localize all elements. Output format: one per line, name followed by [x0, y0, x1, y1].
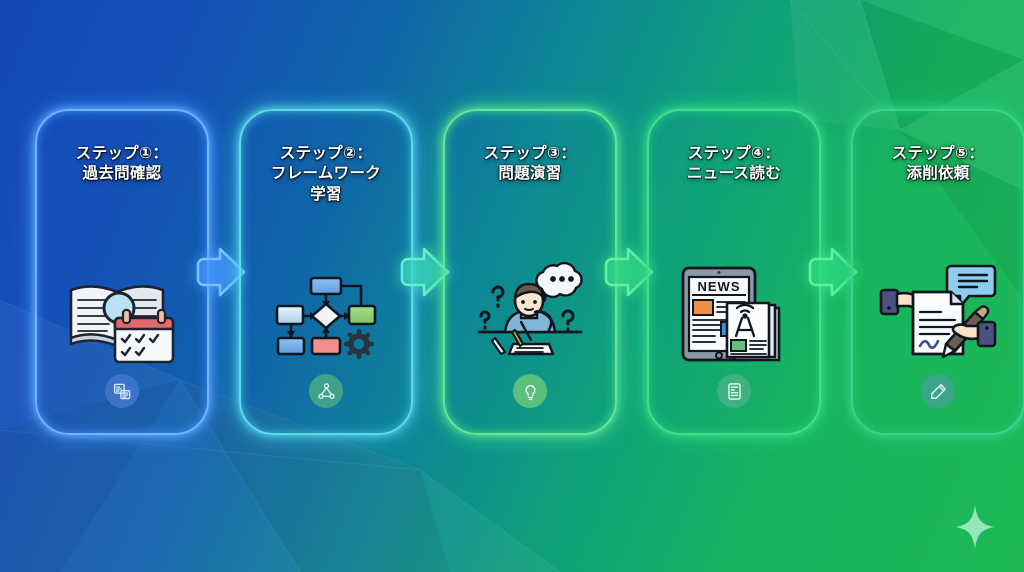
illustration-student-thinking-questions [471, 260, 589, 368]
badge-news-document-icon [717, 374, 751, 408]
illustration-hands-document-pen-feedback [879, 260, 997, 368]
step-card-1[interactable]: ステップ①： 過去問確認 [35, 109, 209, 435]
step-card-4[interactable]: ステップ④： ニュース読む NEWS [647, 109, 821, 435]
step-title: ステップ④： ニュース読む [686, 145, 782, 183]
step-title: ステップ⑤： 添削依頼 [891, 145, 985, 183]
arrow-step3-to-step4 [604, 118, 656, 426]
badge-brainstorm-icon [513, 374, 547, 408]
illustration-book-magnifier-calendar [63, 260, 181, 368]
steps-flow-row: ステップ①： 過去問確認 [0, 109, 1024, 435]
badge-edit-review-icon [921, 374, 955, 408]
step-title: ステップ③： 問題演習 [483, 145, 577, 183]
sparkle-star-icon [955, 505, 995, 549]
badge-past-exam-documents-icon [105, 374, 139, 408]
svg-text:NEWS: NEWS [698, 279, 741, 294]
step-card-5[interactable]: ステップ⑤： 添削依頼 [851, 109, 1024, 435]
step-title: ステップ②： フレームワーク 学習 [270, 145, 382, 203]
arrow-step1-to-step2 [196, 118, 248, 426]
step-card-2[interactable]: ステップ②： フレームワーク 学習 [239, 109, 413, 435]
step-card-3[interactable]: ステップ③： 問題演習 [443, 109, 617, 435]
illustration-tablet-news-newspaper: NEWS [675, 260, 793, 368]
badge-node-network-icon [309, 374, 343, 408]
arrow-step4-to-step5 [808, 118, 860, 426]
arrow-step2-to-step3 [400, 118, 452, 426]
illustration-flowchart-diagram [267, 260, 385, 368]
step-title: ステップ①： 過去問確認 [75, 145, 169, 183]
